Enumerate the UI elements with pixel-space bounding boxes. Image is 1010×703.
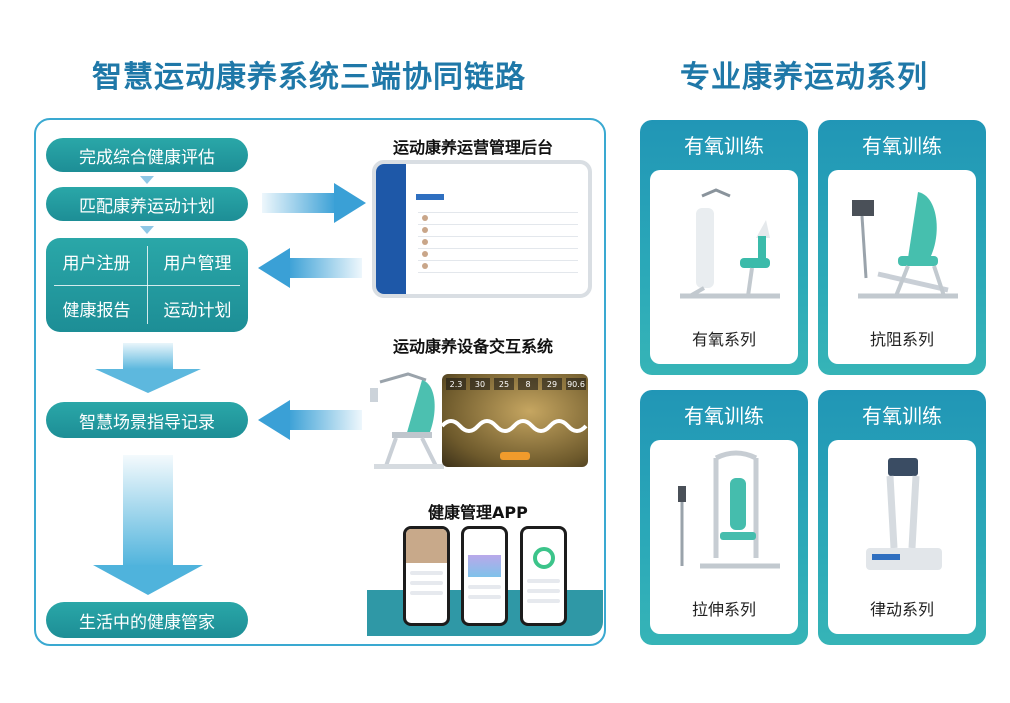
tablet-row-line bbox=[418, 224, 578, 225]
diagram-title: 智慧运动康养系统三端协同链路 bbox=[92, 60, 526, 95]
series-title: 专业康养运动系列 bbox=[680, 60, 928, 95]
device-screen-image: 2.3 30 25 8 29 90.6 bbox=[442, 374, 588, 467]
card-label: 抗阻系列 bbox=[869, 330, 934, 349]
tablet-tab bbox=[416, 194, 444, 200]
grid-health-report: 健康报告 bbox=[62, 301, 131, 321]
tablet-row-line bbox=[418, 248, 578, 249]
device-system-label: 运动康养设备交互系统 bbox=[393, 337, 554, 356]
device-wave bbox=[442, 419, 588, 433]
tablet-row-line bbox=[418, 212, 578, 213]
arrow-down-icon bbox=[140, 176, 154, 184]
product-card: 有氧训练 有氧系列 bbox=[640, 120, 808, 375]
grid-user-manage: 用户管理 bbox=[163, 254, 232, 274]
avatar bbox=[422, 215, 428, 221]
device-stat: 8 bbox=[518, 378, 538, 390]
card-image-area: 有氧系列 bbox=[650, 170, 798, 364]
card-image-area: 拉伸系列 bbox=[650, 440, 798, 634]
phone-bar bbox=[410, 581, 443, 585]
step-match-plan: 匹配康养运动计划 bbox=[46, 187, 248, 221]
product-card: 有氧训练 律动系列 bbox=[818, 390, 986, 645]
phone-bar bbox=[410, 571, 443, 575]
phone-image bbox=[461, 526, 508, 626]
avatar bbox=[422, 251, 428, 257]
backend-tablet-image bbox=[372, 160, 592, 298]
grid-user-register: 用户注册 bbox=[62, 254, 131, 274]
exercise-machine-image bbox=[370, 372, 444, 469]
big-down-arrow-icon bbox=[95, 343, 201, 393]
phone-bar bbox=[410, 591, 443, 595]
product-card: 有氧训练 拉伸系列 bbox=[640, 390, 808, 645]
big-down-arrow-icon bbox=[93, 455, 203, 595]
card-label: 律动系列 bbox=[869, 600, 934, 619]
step-health-keeper: 生活中的健康管家 bbox=[46, 602, 248, 638]
user-function-grid: 用户注册 用户管理 健康报告 运动计划 bbox=[46, 238, 248, 332]
phone-bar bbox=[527, 579, 560, 583]
card-label: 拉伸系列 bbox=[691, 600, 756, 619]
resistance-machine-image bbox=[852, 192, 958, 299]
device-stat: 2.3 bbox=[446, 378, 466, 390]
phone-gauge bbox=[533, 547, 555, 569]
avatar bbox=[422, 227, 428, 233]
device-stat: 90.6 bbox=[566, 378, 586, 390]
step-health-assessment: 完成综合健康评估 bbox=[46, 138, 248, 172]
grid-divider bbox=[54, 285, 240, 286]
card-title: 有氧训练 bbox=[684, 404, 764, 428]
product-card: 有氧训练 抗阻系列 bbox=[818, 120, 986, 375]
grid-exercise-plan: 运动计划 bbox=[163, 301, 232, 321]
card-image-area: 抗阻系列 bbox=[828, 170, 976, 364]
card-title: 有氧训练 bbox=[862, 404, 942, 428]
vibration-machine-image bbox=[866, 458, 942, 570]
tablet-sidebar bbox=[376, 164, 406, 294]
arrow-left-icon bbox=[258, 400, 362, 440]
device-stat: 29 bbox=[542, 378, 562, 390]
app-label: 健康管理APP bbox=[428, 503, 528, 522]
card-title: 有氧训练 bbox=[862, 134, 942, 158]
phone-bar bbox=[527, 589, 560, 593]
phone-image bbox=[403, 526, 450, 626]
phone-banner bbox=[406, 529, 447, 563]
phone-bar bbox=[527, 599, 560, 603]
card-title: 有氧训练 bbox=[684, 134, 764, 158]
phone-image bbox=[520, 526, 567, 626]
tablet-row-line bbox=[418, 272, 578, 273]
step-smart-guidance: 智慧场景指导记录 bbox=[46, 402, 248, 438]
phone-chart bbox=[468, 555, 501, 577]
avatar bbox=[422, 263, 428, 269]
card-image-area: 律动系列 bbox=[828, 440, 976, 634]
card-label: 有氧系列 bbox=[691, 330, 756, 349]
device-start-button bbox=[500, 452, 530, 460]
device-stat: 25 bbox=[494, 378, 514, 390]
arrow-left-icon bbox=[258, 248, 362, 288]
tablet-row-line bbox=[418, 260, 578, 261]
device-stat: 30 bbox=[470, 378, 490, 390]
phone-bar bbox=[468, 595, 501, 599]
aerobic-machine-image bbox=[680, 188, 780, 299]
avatar bbox=[422, 239, 428, 245]
phone-bar bbox=[468, 585, 501, 589]
stretch-machine-image bbox=[678, 450, 780, 569]
arrow-right-icon bbox=[262, 183, 366, 223]
backend-label: 运动康养运营管理后台 bbox=[393, 138, 554, 157]
tablet-row-line bbox=[418, 236, 578, 237]
arrow-down-icon bbox=[140, 226, 154, 234]
